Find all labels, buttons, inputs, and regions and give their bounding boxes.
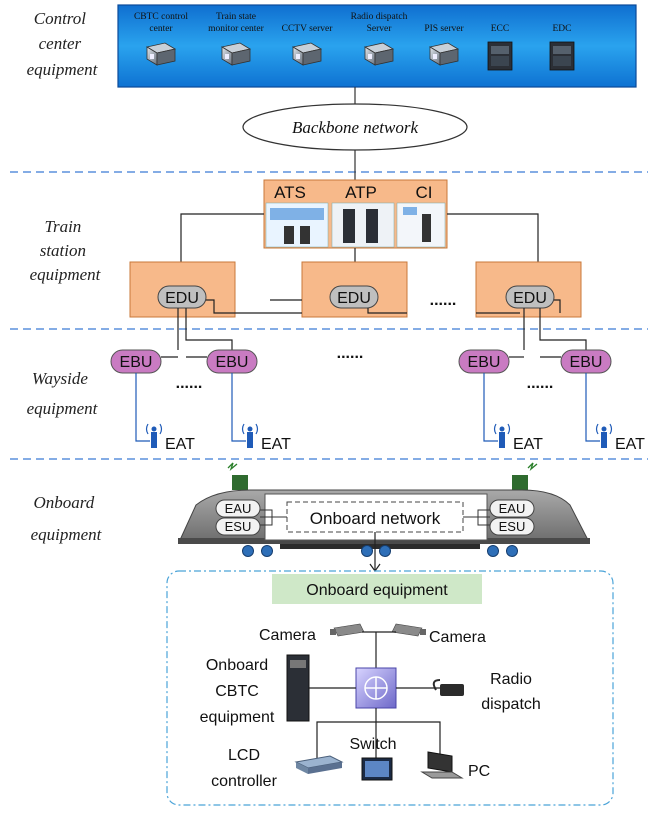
camera-right-label: Camera bbox=[429, 629, 486, 646]
eat-antenna-icon-3 bbox=[493, 423, 511, 449]
server-label-edc: EDC bbox=[553, 24, 572, 34]
ebu-ellipsis-2: ...... bbox=[527, 375, 554, 392]
camera-left-icon bbox=[329, 623, 365, 637]
ats-label: ATS bbox=[274, 183, 306, 202]
ecc-rack-icon bbox=[487, 41, 513, 71]
server-label-pis: PIS server bbox=[424, 24, 464, 34]
ebu-label-2: EBU bbox=[216, 354, 249, 371]
onboard-network-box bbox=[286, 501, 464, 533]
backbone-label: Backbone network bbox=[292, 118, 418, 137]
section-dividers bbox=[10, 171, 648, 460]
lcd-controller-icon bbox=[294, 755, 344, 774]
monitor-icon bbox=[361, 757, 393, 781]
edu-ebu-links bbox=[177, 308, 587, 350]
section-label-station: Train station equipment bbox=[30, 217, 102, 284]
switch-label: Switch bbox=[349, 736, 396, 753]
ebu-eat-links bbox=[135, 373, 600, 442]
eau-label-right: EAU bbox=[499, 501, 526, 516]
ebu-group: EBU EBU EBU EBU ...... ...... ...... bbox=[110, 345, 612, 392]
edu-label-3: EDU bbox=[513, 290, 547, 307]
eat-label-2: EAT bbox=[261, 436, 291, 453]
esu-label-right: ESU bbox=[499, 519, 526, 534]
edu-ellipsis: ...... bbox=[430, 292, 457, 309]
train-state-server-icon bbox=[221, 42, 251, 66]
section-label-onboard: Onboard equipment bbox=[31, 493, 103, 544]
ebu-ellipsis-1: ...... bbox=[176, 375, 203, 392]
onboard-detail-box bbox=[166, 570, 614, 806]
edu-group: EDU EDU EDU ...... bbox=[129, 261, 582, 318]
station-bus bbox=[180, 213, 539, 262]
pc-label: PC bbox=[468, 763, 490, 780]
eau-label-left: EAU bbox=[225, 501, 252, 516]
ebu-label-4: EBU bbox=[570, 354, 603, 371]
edu-label-1: EDU bbox=[165, 290, 199, 307]
server-label-ecc: ECC bbox=[491, 24, 509, 34]
atp-label: ATP bbox=[345, 183, 377, 202]
server-label-cctv: CCTV server bbox=[282, 24, 334, 34]
station-core: ATS ATP CI bbox=[263, 179, 448, 249]
cbtc-server-icon bbox=[146, 42, 176, 66]
eat-antenna-icon-1 bbox=[145, 423, 163, 449]
cctv-server-icon bbox=[292, 42, 322, 66]
radio-server-icon bbox=[364, 42, 394, 66]
onboard-detail-title-box bbox=[272, 574, 482, 604]
onboard-network-label: Onboard network bbox=[310, 509, 441, 528]
section-labels: Control center equipment Train station e… bbox=[27, 9, 103, 544]
ebu-label-3: EBU bbox=[468, 354, 501, 371]
ebu-label-1: EBU bbox=[120, 354, 153, 371]
camera-left-label: Camera bbox=[259, 627, 316, 644]
onboard-detail-title: Onboard equipment bbox=[306, 582, 448, 599]
eat-label-1: EAT bbox=[165, 436, 195, 453]
edc-rack-icon bbox=[549, 41, 575, 71]
edu-label-2: EDU bbox=[337, 290, 371, 307]
ci-label: CI bbox=[416, 183, 433, 202]
eat-antenna-icon-4 bbox=[595, 423, 613, 449]
pis-server-icon bbox=[429, 42, 459, 66]
eat-antenna-icon-2 bbox=[241, 423, 259, 449]
wayside-ellipsis-mid: ...... bbox=[337, 345, 364, 362]
eat-label-3: EAT bbox=[513, 436, 543, 453]
pc-laptop-icon bbox=[420, 751, 464, 779]
section-label-wayside: Wayside equipment bbox=[27, 369, 99, 418]
section-label-control: Control center equipment bbox=[27, 9, 99, 79]
camera-right-icon bbox=[391, 623, 427, 637]
train: Onboard network EAU ESU EAU ESU bbox=[178, 462, 590, 557]
esu-label-left: ESU bbox=[225, 519, 252, 534]
eat-label-4: EAT bbox=[615, 436, 645, 453]
atp-rack-icon bbox=[331, 202, 395, 248]
